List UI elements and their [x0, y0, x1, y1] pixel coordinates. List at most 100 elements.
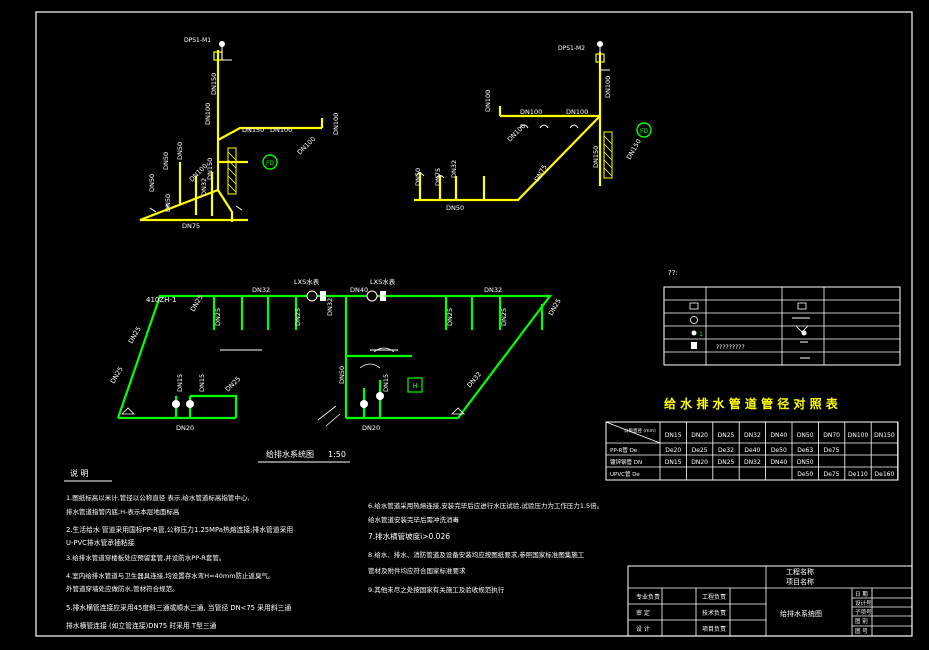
water-meter-symbol [366, 290, 378, 302]
title-block-label: 项目负责 [702, 625, 726, 633]
pipe-label: DN150 [210, 73, 218, 95]
pipe-table-cell: De110 [848, 471, 868, 478]
riser-label: 410ZH-1 [146, 296, 176, 304]
pipe-label: DN15 [382, 374, 390, 392]
pipe-label: DN20 [362, 424, 380, 432]
title-block-label: 图 号 [855, 627, 868, 635]
title-block-label: 工程负责 [702, 593, 726, 601]
pipe-table-row-name: 镀锌钢管 DN [610, 458, 642, 466]
pipe-table-cell: De75 [824, 471, 840, 478]
note-line: 排水管道指管内底;H-表示本层地面标高 [66, 507, 180, 516]
note-line: 外管道穿墙处应做防水,管材符合规范。 [66, 584, 179, 593]
pipe-label: DN100 [270, 126, 292, 134]
title-block-label: 设计号 [855, 599, 872, 607]
legend-row-label: ????????? [716, 344, 745, 351]
floor-drain-symbol [262, 154, 278, 170]
pipe-table-title: 给 水 排 水 管 道 管 径 对 照 表 [664, 396, 839, 411]
design-notes: 说 明 1.图纸标高以米计,管径以公称直径 表示,给水管道标高指管中心, 排水管… [64, 468, 603, 630]
pipe-label: DN25 [294, 308, 302, 326]
pipe-label: DN50 [446, 204, 464, 212]
pipe-label: DN25 [446, 308, 454, 326]
note-line: 4.室内给排水管道与卫生器具连接,均设置存水弯H=40mm防止返臭气。 [66, 571, 275, 580]
pipe-label: DN32 [326, 298, 334, 316]
valve-symbol [360, 400, 368, 408]
pipe-label: DN150 [242, 126, 264, 134]
drainage-diagram-right: FD DPS1-M2 [414, 41, 652, 202]
valve-symbol [186, 400, 194, 408]
drainage-diagram-left: FD DPS1-M1 [139, 37, 324, 222]
svg-text:给排水系统图: 给排水系统图 [266, 449, 314, 459]
pipe-table-corner: 公称直径 (mm) [624, 427, 656, 434]
pipe-label: DN50 [176, 142, 184, 160]
pipe-label: DN32 [484, 286, 502, 294]
pipe-label: DN25 [214, 308, 222, 326]
note-line: 1.图纸标高以米计,管径以公称直径 表示,给水管道标高指管中心, [66, 493, 249, 502]
pipe-label: DN150 [592, 146, 600, 168]
note-line: 7.排水横管坡度i>0.026 [368, 531, 450, 541]
pipe-label: DN32 [450, 160, 458, 178]
note-line: 管材及附件均应符合国家标准要求 [368, 566, 466, 575]
drawing-border [35, 11, 913, 637]
pipe-table-row-name: PP-R管 De [610, 446, 638, 454]
pipe-table-cell: DN15 [665, 459, 682, 466]
note-line: U-PVC排水管承插粘接 [66, 538, 135, 547]
pipe-label: DN25 [224, 375, 242, 393]
valve-symbol [172, 400, 180, 408]
pipe-label: DN150 [206, 158, 214, 180]
pipe-table-cell: De20 [665, 447, 681, 454]
note-line: 6.给水管道采用热熔连接,安装完毕后应进行水压试验,试验压力为工作压力1.5倍。 [368, 501, 603, 510]
project-name-label: 工程名称 [786, 567, 814, 576]
pipe-label: DN100 [332, 113, 340, 135]
drainage-right-pipe-labels: DN100 DN100 DN100 DN100 DN100 DN150 DN50… [414, 76, 643, 212]
pipe-table-header: DN150 [874, 432, 895, 439]
pipe-table-cell: De25 [692, 447, 708, 454]
pipe-label: DN20 [176, 424, 194, 432]
title-block-label: 专业负责 [636, 593, 660, 601]
drawing-name: 给排水系统图 [780, 609, 822, 618]
note-line: 3.给排水管道穿楼板处应预留套管,并设防水PP-R套管。 [66, 553, 225, 562]
pipe-label: DN75 [182, 222, 200, 230]
pipe-table-cell: DN32 [744, 459, 761, 466]
pipe-label: DN75 [434, 168, 442, 186]
pipe-label: DN100 [296, 135, 317, 156]
pipe-label: DN100 [204, 103, 212, 125]
pipe-label: DN100 [566, 108, 588, 116]
pipe-table-header: DN100 [848, 432, 869, 439]
pipe-table-cell: DN50 [797, 459, 814, 466]
meter-label: LXS水表 [294, 277, 320, 286]
pipe-table-cell: De50 [797, 471, 813, 478]
pipe-label: DN32 [252, 286, 270, 294]
pipe-table-cell: De63 [797, 447, 813, 454]
pipe-label: DN100 [520, 108, 542, 116]
water-meter-symbol [306, 290, 318, 302]
pipe-label: DN25 [127, 325, 143, 345]
title-block-label: 技术负责 [702, 609, 726, 617]
svg-text:FD: FD [266, 160, 274, 167]
pipe-label: DN15 [198, 374, 206, 392]
pipe-table-header: DN50 [797, 432, 814, 439]
title-block-label: 日 期 [855, 591, 868, 598]
pipe-table-header: DN15 [665, 432, 682, 439]
pipe-table-header: DN40 [770, 432, 787, 439]
svg-text:FD: FD [640, 128, 648, 135]
pipe-label: DN50 [164, 194, 172, 212]
note-line: 2.生活给水 管道采用国标PP-R管,公称压力1.25MPa热熔连接;排水管道采… [66, 525, 293, 534]
pipe-label: DN75 [533, 163, 549, 183]
title-block-label: 审 定 [636, 609, 650, 617]
pipe-label: DN50 [414, 168, 422, 186]
pipe-table-cell: DN25 [718, 459, 735, 466]
note-line: 9.其他未尽之处按国家有关施工及验收规范执行 [368, 585, 505, 594]
title-block-label: 图 别 [855, 617, 868, 625]
title-block-label: 设 计 [636, 625, 650, 633]
pipe-table-cell: De50 [771, 447, 787, 454]
note-line: 8.给水、排水、消防管道及设备安装均应按图纸要求,参照国家标准图集施工 [368, 550, 585, 559]
pipe-table-cell: De160 [875, 471, 895, 478]
pipe-label: DN100 [484, 90, 492, 112]
pipe-label: DN100 [604, 76, 612, 98]
pipe-label: DN50 [148, 174, 156, 192]
vent-label-left: DPS1-M1 [184, 37, 211, 44]
pipe-label: DN25 [109, 365, 125, 385]
pipe-table-cell: De40 [744, 447, 760, 454]
